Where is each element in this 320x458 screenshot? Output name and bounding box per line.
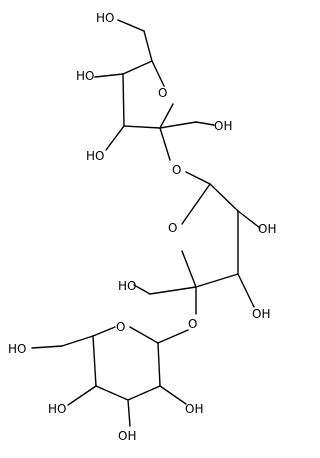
ring-oxygen-middle: O — [168, 221, 177, 235]
bond — [92, 326, 116, 337]
bond — [117, 19, 145, 32]
bond — [122, 60, 153, 75]
bond — [181, 183, 211, 225]
bond — [195, 121, 215, 126]
bond — [157, 342, 161, 387]
bond — [151, 60, 165, 87]
top-furanose-ring — [122, 60, 174, 129]
bond — [143, 30, 153, 62]
middle-furanose-ring — [181, 183, 239, 288]
bond — [105, 125, 125, 151]
bond — [95, 385, 129, 401]
bond — [159, 121, 197, 129]
glycosidic-oxygen-lower: O — [188, 317, 197, 331]
hydroxyl-label: OH — [185, 402, 203, 416]
hydroxyl-label: OH — [214, 119, 232, 133]
hydroxyl-label: HO — [76, 69, 94, 83]
bond — [122, 73, 125, 127]
bond — [181, 250, 197, 288]
bond — [185, 171, 211, 185]
ring-oxygen-top: O — [158, 86, 167, 100]
bond — [67, 385, 97, 406]
bond — [61, 335, 94, 347]
bond — [127, 385, 161, 401]
hydroxyl-label: HO — [96, 11, 114, 25]
hydroxyl-label: OH — [252, 307, 270, 321]
bond — [159, 127, 171, 161]
bond — [129, 326, 159, 344]
bond — [195, 273, 239, 288]
bond — [237, 273, 255, 308]
bond — [149, 286, 197, 295]
structure-diagram: O O O O O HO HO HO OH OH OH HO HO HO OH … — [8, 11, 276, 443]
ring-oxygen-lower: O — [116, 320, 125, 334]
hydroxyl-label: OH — [258, 222, 276, 236]
bond — [92, 335, 97, 387]
hydroxyl-label: HO — [86, 149, 104, 163]
lower-pyranose-ring — [92, 326, 161, 401]
bond — [209, 183, 239, 212]
hydroxyl-label: HO — [48, 402, 66, 416]
bond — [237, 210, 261, 229]
bond — [127, 399, 131, 427]
hydroxyl-label: HO — [8, 342, 26, 356]
hydroxyl-label: HO — [118, 279, 136, 293]
bond — [31, 345, 63, 349]
bond — [123, 125, 161, 129]
bond — [157, 329, 189, 344]
bond — [159, 103, 174, 129]
bond — [94, 73, 124, 78]
bond — [133, 284, 151, 295]
hydroxyl-label: OH — [118, 429, 136, 443]
molecule-drawing: O O O O O HO HO HO OH OH OH HO HO HO OH … — [8, 11, 276, 443]
glycosidic-oxygen-upper: O — [172, 163, 181, 177]
bond — [159, 385, 187, 405]
